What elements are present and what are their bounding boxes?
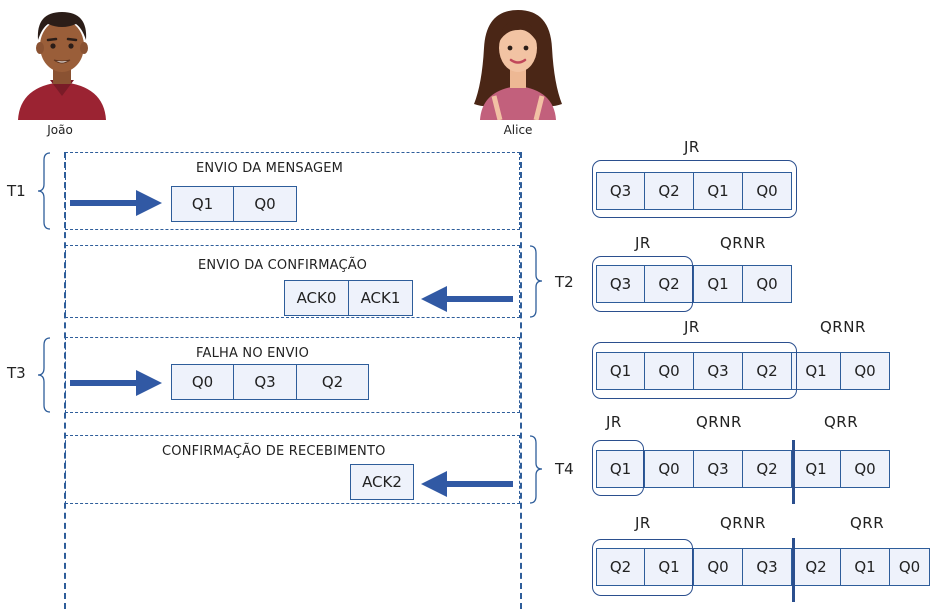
queue-cell: Q3 (743, 548, 792, 586)
section-t4-title: CONFIRMAÇÃO DE RECEBIMENTO (162, 444, 386, 459)
queue2-row: Q3 Q2 Q1 Q0 (596, 265, 792, 303)
ack-cell: ACK1 (349, 280, 413, 316)
queue-cell: Q1 (694, 172, 743, 210)
queue5-separator (792, 538, 795, 602)
joao-name: João (47, 123, 73, 137)
queue-cell: Q1 (645, 548, 694, 586)
brace-t4 (529, 435, 543, 504)
alice-timeline (520, 152, 522, 609)
brace-t2 (529, 245, 543, 318)
queue-cell: Q0 (743, 265, 792, 303)
section-t3-title: FALHA NO ENVIO (196, 346, 310, 361)
queue3-qrnr-label: QRNR (820, 318, 866, 336)
queue-cell: Q1 (792, 352, 841, 390)
label-t1: T1 (7, 182, 26, 200)
queue-cell: Q2 (596, 548, 645, 586)
queue1-row: Q3 Q2 Q1 Q0 (596, 172, 792, 210)
label-t3: T3 (7, 364, 26, 382)
queue1-jr-label: JR (684, 138, 700, 156)
ack-cell: ACK0 (284, 280, 349, 316)
queue-cell: Q1 (596, 450, 645, 488)
queue-cell: Q1 (596, 352, 645, 390)
packet-cell: Q0 (234, 186, 297, 222)
queue4-qrnr-label: QRNR (696, 413, 742, 431)
label-t4: T4 (555, 460, 574, 478)
queue2-qrnr-label: QRNR (720, 234, 766, 252)
queue-cell: Q2 (743, 352, 792, 390)
queue-cell: Q1 (694, 265, 743, 303)
packet-cell: Q1 (171, 186, 234, 222)
label-t2: T2 (555, 273, 574, 291)
queue-cell: Q0 (841, 450, 890, 488)
queue5-qrnr-label: QRNR (720, 514, 766, 532)
queue-cell: Q0 (743, 172, 792, 210)
queue3-row: Q1 Q0 Q3 Q2 Q1 Q0 (596, 352, 890, 390)
queue-cell: Q0 (645, 352, 694, 390)
queue-cell: Q0 (890, 548, 930, 586)
brace-t3 (37, 337, 51, 413)
queue-cell: Q2 (645, 265, 694, 303)
section-t1-panel (65, 152, 520, 230)
queue4-jr-label: JR (606, 413, 622, 431)
queue-cell: Q0 (694, 548, 743, 586)
queue5-jr-label: JR (635, 514, 651, 532)
queue1-jr-window (592, 160, 797, 218)
queue-cell: Q1 (792, 450, 841, 488)
queue4-separator (792, 440, 795, 504)
queue2-jr-label: JR (635, 234, 651, 252)
brace-t1 (37, 152, 51, 230)
section-t4-panel (65, 435, 520, 504)
queue2-jr-window (592, 256, 693, 312)
queue5-jr-window (592, 539, 693, 596)
arrow-right-t1 (70, 190, 162, 216)
arrow-right-t3 (70, 370, 162, 396)
arrow-left-t2 (421, 286, 513, 312)
queue4-row: Q1 Q0 Q3 Q2 Q1 Q0 (596, 450, 890, 488)
packet-cell: Q2 (297, 364, 369, 400)
section-t2-panel (65, 245, 520, 318)
alice-avatar (474, 10, 562, 120)
alice-name: Alice (503, 123, 533, 137)
queue4-jr-window (592, 440, 644, 496)
packet-cell: Q3 (234, 364, 297, 400)
queue-cell: Q3 (694, 352, 743, 390)
section-t3-panel (65, 337, 520, 413)
joao-avatar (18, 12, 106, 120)
section-t1-title: ENVIO DA MENSAGEM (196, 161, 344, 176)
queue5-qrr-label: QRR (850, 514, 885, 532)
packets-t2: ACK0 ACK1 (284, 280, 413, 316)
arrow-left-t4 (421, 471, 513, 497)
section-t2-title: ENVIO DA CONFIRMAÇÃO (198, 258, 368, 273)
packets-t3: Q0 Q3 Q2 (171, 364, 369, 400)
queue-cell: Q2 (645, 172, 694, 210)
queue4-qrr-label: QRR (824, 413, 859, 431)
ack-cell: ACK2 (350, 464, 414, 500)
queue-cell: Q1 (841, 548, 890, 586)
queue-cell: Q0 (841, 352, 890, 390)
packet-cell: Q0 (171, 364, 234, 400)
queue-cell: Q2 (792, 548, 841, 586)
queue3-jr-window (592, 342, 797, 399)
queue-cell: Q0 (645, 450, 694, 488)
queue-cell: Q3 (596, 265, 645, 303)
queue5-row: Q2 Q1 Q0 Q3 Q2 Q1 Q0 (596, 548, 930, 586)
queue-cell: Q3 (694, 450, 743, 488)
queue-cell: Q2 (743, 450, 792, 488)
packets-t4: ACK2 (350, 464, 414, 500)
queue3-jr-label: JR (684, 318, 700, 336)
packets-t1: Q1 Q0 (171, 186, 297, 222)
queue-cell: Q3 (596, 172, 645, 210)
